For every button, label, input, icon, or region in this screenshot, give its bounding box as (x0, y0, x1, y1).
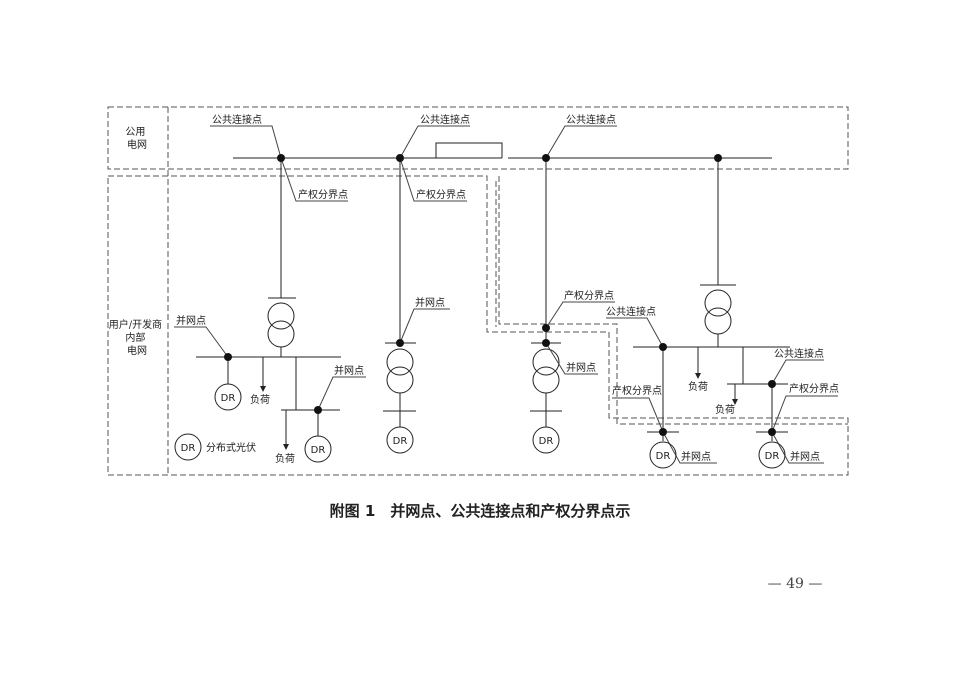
feeder-2-transformer-upper (386, 348, 414, 376)
label-gcp-4: 并网点 (566, 361, 596, 374)
load-arrow-2 (283, 444, 289, 450)
feeder-4-transformer-lower (704, 307, 732, 335)
leader-pcc-3 (545, 125, 617, 159)
load-arrow-4 (732, 399, 738, 405)
dr-circle-1 (214, 383, 242, 411)
zone-label-user-line-3: 电网 (127, 344, 147, 357)
leader-boundary-5 (771, 395, 838, 433)
junction-dot (542, 339, 550, 347)
label-pcc-5: 公共连接点 (774, 347, 824, 360)
label-pcc-3: 公共连接点 (566, 113, 616, 126)
feeder-4-transformer-upper (704, 289, 732, 317)
public-grid-zone (107, 106, 849, 170)
dr-circle-6 (758, 441, 786, 469)
junction-dot (396, 339, 404, 347)
feeder-1-transformer-upper (267, 302, 295, 330)
junction-dot (659, 428, 667, 436)
junction-dot (542, 154, 550, 162)
leader-pcc-4 (606, 317, 664, 348)
label-pcc-4: 公共连接点 (606, 305, 656, 318)
label-load-4: 负荷 (715, 403, 735, 416)
label-gcp-6: 并网点 (790, 450, 820, 463)
junction-dot (224, 353, 232, 361)
dr-circle-2 (304, 435, 332, 463)
dr-label-6: DR (765, 451, 780, 462)
leader-gcp-2 (399, 308, 450, 344)
load-arrow-1 (260, 386, 266, 392)
load-arrow-3 (695, 373, 701, 379)
leader-gcp-5 (662, 431, 717, 464)
dr-label-2: DR (311, 445, 326, 456)
leader-boundary-2 (399, 157, 467, 202)
label-boundary-4: 产权分界点 (612, 384, 662, 397)
label-load-2: 负荷 (275, 452, 295, 465)
feeder-1-transformer-lower (267, 320, 295, 348)
leader-gcp-1 (174, 326, 229, 358)
legend-dr-label: DR (181, 443, 196, 454)
dr-label-3: DR (393, 436, 408, 447)
junction-dot (714, 154, 722, 162)
dr-label-4: DR (539, 436, 554, 447)
leader-pcc-2 (399, 125, 470, 159)
leader-gcp-3 (317, 376, 366, 411)
junction-dot (314, 406, 322, 414)
label-load-1: 负荷 (250, 393, 270, 406)
leader-boundary-1 (280, 157, 348, 202)
dr-circle-4 (532, 426, 560, 454)
dr-label-1: DR (221, 393, 236, 404)
zone-label-user-line-2: 内部 (125, 331, 145, 344)
junction-dot (277, 154, 285, 162)
dr-circle-3 (386, 426, 414, 454)
feeder-3-transformer-upper (532, 348, 560, 376)
user-grid-zone-2-boundary (498, 176, 848, 425)
junction-dot (768, 428, 776, 436)
label-boundary-2: 产权分界点 (416, 188, 466, 201)
zone-label-public-line-1: 公用 (125, 127, 145, 138)
leader-gcp-4 (545, 342, 598, 375)
dr-label-5: DR (656, 451, 671, 462)
label-boundary-5: 产权分界点 (789, 382, 839, 395)
label-gcp-3: 并网点 (334, 364, 364, 377)
page-number: — 49 — (767, 576, 823, 592)
legend-text: 分布式光伏 (206, 441, 256, 454)
feeder-2-transformer-lower (386, 366, 414, 394)
junction-dot (768, 380, 776, 388)
junction-dot (396, 154, 404, 162)
leader-pcc-5 (771, 359, 824, 385)
feeder-3-transformer-lower (532, 366, 560, 394)
leader-gcp-6 (771, 431, 824, 464)
label-pcc-1: 公共连接点 (212, 113, 262, 126)
label-gcp-1: 并网点 (176, 314, 206, 327)
leader-boundary-3 (545, 301, 615, 329)
dr-circle-5 (649, 441, 677, 469)
legend-dr-circle (174, 433, 202, 461)
label-gcp-5: 并网点 (681, 450, 711, 463)
user-grid-zone-1 (107, 175, 849, 476)
bus-bridge (435, 142, 503, 158)
junction-dot (542, 324, 550, 332)
leader-pcc-1 (210, 125, 282, 159)
label-gcp-2: 并网点 (415, 296, 445, 309)
zone-label-user: 用户/开发商 内部 电网 (109, 318, 166, 357)
zone-label-public-line-2: 电网 (127, 138, 147, 151)
label-boundary-1: 产权分界点 (298, 188, 348, 201)
label-boundary-3: 产权分界点 (564, 289, 614, 302)
label-load-3: 负荷 (688, 380, 708, 393)
zone-label-user-line-1: 用户/开发商 (109, 318, 162, 331)
figure-caption: 附图 1 并网点、公共连接点和产权分界点示 (329, 502, 631, 520)
label-pcc-2: 公共连接点 (420, 113, 470, 126)
zone-label-public: 公用 电网 (125, 127, 148, 151)
leader-boundary-4 (612, 397, 664, 433)
junction-dot (659, 343, 667, 351)
